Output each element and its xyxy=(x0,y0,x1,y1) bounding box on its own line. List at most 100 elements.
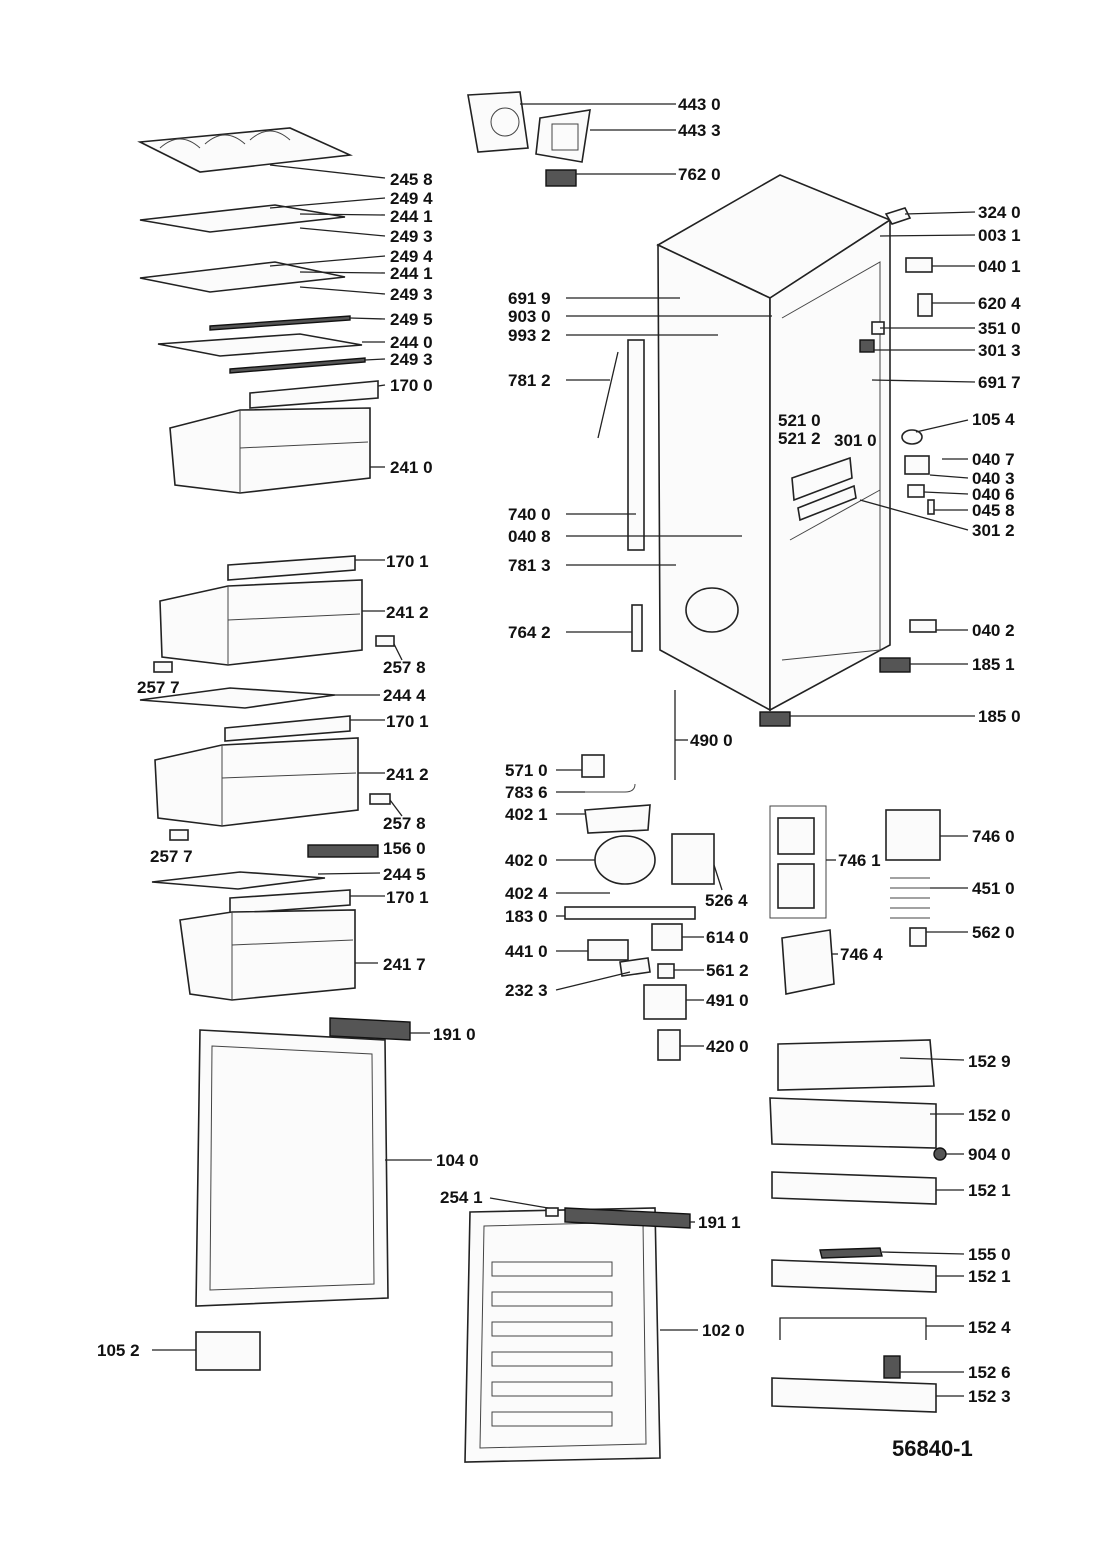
ice-tray-1560 xyxy=(307,844,379,858)
label-3010: 301 0 xyxy=(834,431,877,450)
label-1560: 156 0 xyxy=(383,839,426,858)
label-7812: 781 2 xyxy=(508,371,551,390)
compressor-group xyxy=(555,690,723,1061)
label-0408: 040 8 xyxy=(508,527,551,546)
label-4021: 402 1 xyxy=(505,805,548,824)
label-1520: 152 0 xyxy=(968,1106,1011,1125)
drawer-2412a xyxy=(159,579,385,666)
door-gasket-1910 xyxy=(329,1017,430,1041)
label-7400: 740 0 xyxy=(508,505,551,524)
fan-motor-4430 xyxy=(467,91,676,153)
label-1526: 152 6 xyxy=(968,1363,1011,1382)
label-2412a: 241 2 xyxy=(386,603,429,622)
label-1521a: 152 1 xyxy=(968,1181,1011,1200)
bracket-7464 xyxy=(781,929,838,995)
shelf-profile-2495 xyxy=(209,315,386,331)
label-0031: 003 1 xyxy=(978,226,1021,245)
label-1701a: 170 1 xyxy=(386,552,429,571)
center-leaders xyxy=(566,297,772,633)
label-1054: 105 4 xyxy=(972,410,1015,429)
label-3510: 351 0 xyxy=(978,319,1021,338)
label-1911: 191 1 xyxy=(698,1213,741,1232)
control-panel-5210 xyxy=(791,456,857,522)
drawer-clip-2578b xyxy=(369,793,403,817)
label-4020: 402 0 xyxy=(505,851,548,870)
glass-shelf-middle xyxy=(139,255,386,295)
door-bin-1523 xyxy=(771,1377,964,1413)
crisper-cover-1701b xyxy=(224,715,385,742)
dairy-box-1520 xyxy=(769,1097,964,1149)
label-0406: 040 6 xyxy=(972,485,1015,504)
condenser-7460 xyxy=(885,809,968,861)
label-4433: 443 3 xyxy=(678,121,721,140)
label-5710: 571 0 xyxy=(505,761,548,780)
label-1521b: 152 1 xyxy=(968,1267,1011,1286)
door-bin-1521b xyxy=(771,1259,964,1293)
right-leaders xyxy=(759,207,976,727)
label-1701c: 170 1 xyxy=(386,888,429,907)
hinge-1052 xyxy=(152,1331,261,1371)
sensor-5620 xyxy=(909,927,968,947)
label-3240: 324 0 xyxy=(978,203,1021,222)
label-2445: 244 5 xyxy=(383,865,426,884)
label-1850: 185 0 xyxy=(978,707,1021,726)
label-0458: 045 8 xyxy=(972,501,1015,520)
freezer-door-1020 xyxy=(464,1207,698,1463)
label-2493b: 249 3 xyxy=(390,285,433,304)
label-7461: 746 1 xyxy=(838,851,881,870)
compressor-in-cabinet xyxy=(685,587,739,633)
label-2444: 244 4 xyxy=(383,686,426,705)
label-9932: 993 2 xyxy=(508,326,551,345)
bottle-clip-1526 xyxy=(883,1355,964,1379)
label-1040: 104 0 xyxy=(436,1151,479,1170)
glass-shelf-2444 xyxy=(139,687,380,709)
drawer-clip-2577b xyxy=(169,829,189,841)
label-1910: 191 0 xyxy=(433,1025,476,1044)
label-5612: 561 2 xyxy=(706,961,749,980)
label-2495: 249 5 xyxy=(390,310,433,329)
label-2493a: 249 3 xyxy=(390,227,433,246)
label-2417: 241 7 xyxy=(383,955,426,974)
label-2493c: 249 3 xyxy=(390,350,433,369)
label-4510: 451 0 xyxy=(972,879,1015,898)
label-9030: 903 0 xyxy=(508,307,551,326)
egg-tray-1550 xyxy=(819,1247,965,1259)
label-4900: 490 0 xyxy=(690,731,733,750)
label-7620: 762 0 xyxy=(678,165,721,184)
label-2441b: 244 1 xyxy=(390,264,433,283)
label-2541: 254 1 xyxy=(440,1188,483,1207)
label-7464: 746 4 xyxy=(840,945,883,964)
glass-shelf-upper xyxy=(139,197,386,237)
freezer-gasket-1911 xyxy=(489,1197,695,1229)
label-6919: 691 9 xyxy=(508,289,551,308)
label-0407: 040 7 xyxy=(972,450,1015,469)
label-3012: 301 2 xyxy=(972,521,1015,540)
label-6140: 614 0 xyxy=(706,928,749,947)
dairy-lid-1529 xyxy=(777,1039,965,1091)
fan-cover-4433 xyxy=(535,109,676,163)
label-5620: 562 0 xyxy=(972,923,1015,942)
drawing-id: 56840-1 xyxy=(892,1436,973,1461)
label-0403: 040 3 xyxy=(972,469,1015,488)
label-2578a: 257 8 xyxy=(383,658,426,677)
wire-shelf-2458 xyxy=(137,127,386,179)
label-0402: 040 2 xyxy=(972,621,1015,640)
label-9040: 904 0 xyxy=(968,1145,1011,1164)
label-4024: 402 4 xyxy=(505,884,548,903)
label-6204: 620 4 xyxy=(978,294,1021,313)
label-1524: 152 4 xyxy=(968,1318,1011,1337)
filter-7620 xyxy=(545,169,676,187)
label-1052: 105 2 xyxy=(97,1341,140,1360)
label-1701b: 170 1 xyxy=(386,712,429,731)
label-2323: 232 3 xyxy=(505,981,548,1000)
fridge-door-1040 xyxy=(195,1029,432,1307)
label-1020: 102 0 xyxy=(702,1321,745,1340)
label-1529: 152 9 xyxy=(968,1052,1011,1071)
glass-shelf-2440 xyxy=(157,333,386,374)
label-2577b: 257 7 xyxy=(150,847,193,866)
part-labels: 443 0 443 3 762 0 245 8 249 4 244 1 249 … xyxy=(97,95,1021,1461)
label-2410: 241 0 xyxy=(390,458,433,477)
crisper-cover-1700 xyxy=(249,380,386,409)
filter-drier-7642 xyxy=(631,604,643,652)
